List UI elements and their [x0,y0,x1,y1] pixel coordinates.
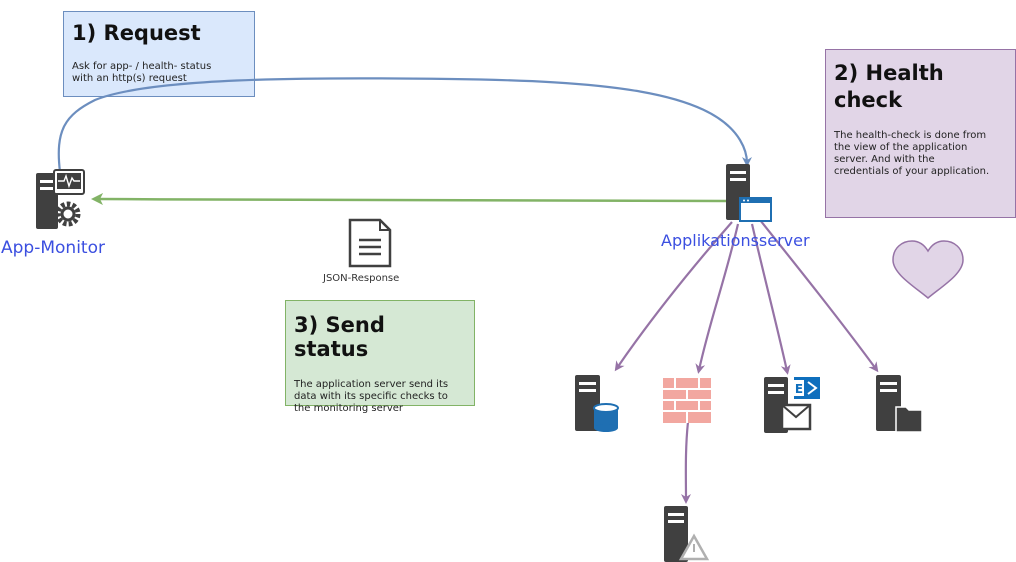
request-arrow [57,77,752,173]
alert-server-icon [664,506,710,562]
note-request: 1) Request Ask for app- / health- status… [63,11,255,97]
check-arrow-firewall [695,223,740,374]
note-send-status: 3) Send status The application server se… [285,300,475,414]
note-health-line-4: credentials of your application. [834,166,990,177]
application-server-icon [726,164,772,222]
app-monitor-label: App-Monitor [1,238,105,258]
note-status-line-1: The application server send its [294,379,449,390]
note-health-line-3: server. And with the [834,154,935,165]
note-health-title-line-1: 2) Health [834,61,944,85]
database-server-icon [575,375,619,432]
check-arrow-alert [680,421,691,504]
check-arrow-fileserver [759,219,879,373]
note-request-title: 1) Request [72,21,201,45]
heart-icon [892,240,964,299]
note-status-title: 3) Send status [294,313,385,361]
json-response-label: JSON-Response [323,273,400,284]
note-status-line-2: data with its specific checks to [294,391,448,402]
json-document-icon [348,218,392,268]
check-arrow-database [614,221,733,372]
note-request-line-1: Ask for app- / health- status [72,61,212,72]
monitor-server-icon [36,169,85,229]
note-status-line-3: the monitoring server [294,403,404,414]
file-server-icon [876,375,923,433]
note-health-line-2: the view of the application [834,142,968,153]
note-health-title-line-2: check [834,88,903,112]
note-health-line-1: The health-check is done from [834,130,987,141]
exchange-server-icon: E [764,377,820,433]
app-server-label: Applikationsserver [661,231,810,250]
check-arrow-exchange [750,223,791,375]
note-health-check: 2) Health check The health-check is done… [825,49,1016,218]
firewall-icon [663,378,711,423]
response-arrow [91,193,727,206]
svg-text:E: E [795,382,803,396]
note-request-line-2: with an http(s) request [72,73,187,84]
